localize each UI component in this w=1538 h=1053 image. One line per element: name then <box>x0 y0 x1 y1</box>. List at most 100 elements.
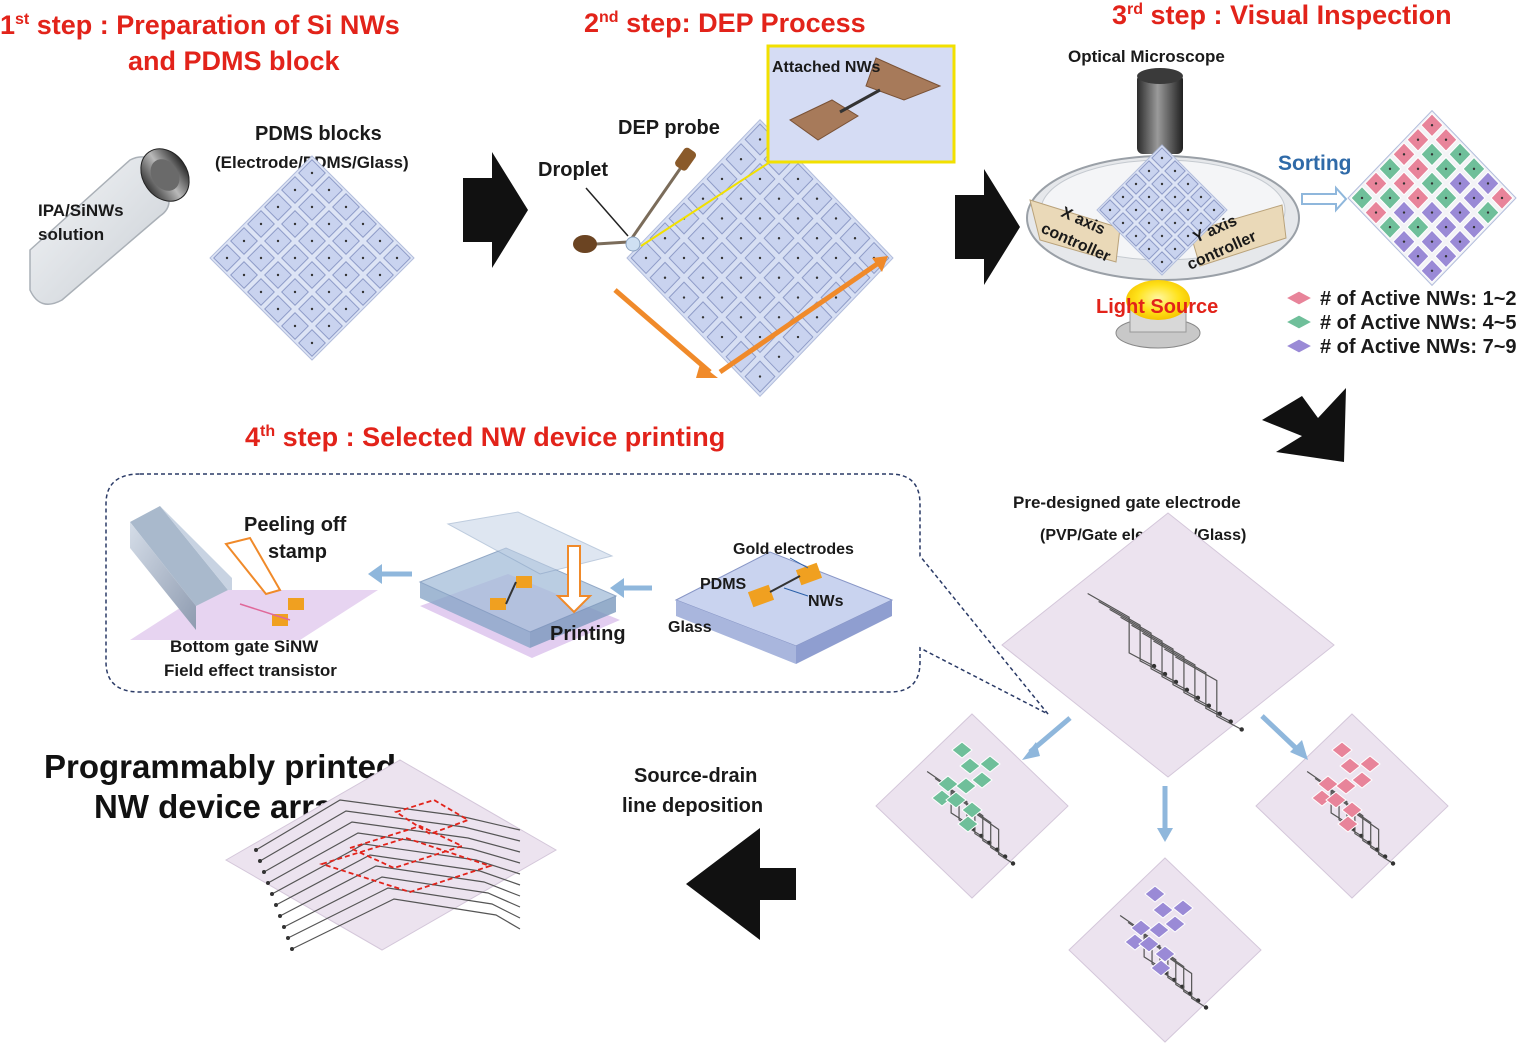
ipa-label: IPA/SiNWs <box>38 201 124 220</box>
pre-designed-label: Pre-designed gate electrode <box>1013 493 1241 512</box>
device-block <box>979 755 1001 773</box>
vial-illustration <box>29 148 190 305</box>
step1-title: 1st step : Preparation of Si NWs <box>0 10 400 40</box>
device-block <box>1152 901 1174 919</box>
scan-arrow-left <box>613 288 712 374</box>
droplet-label: Droplet <box>538 159 608 181</box>
scan-arrow-left-head <box>696 364 718 378</box>
printing-to-peel-arrowhead <box>368 564 382 584</box>
dep-probe-label: DEP probe <box>618 117 720 139</box>
device-block <box>1154 945 1176 963</box>
source-drain-label: Source-drain <box>634 765 757 787</box>
device-block <box>957 815 979 833</box>
step3-to-step4-arrow <box>1262 388 1346 462</box>
inspection-grid <box>1096 144 1228 276</box>
printing-label: Printing <box>550 623 626 645</box>
peeling-label: Peeling off <box>244 514 347 536</box>
bottom-gate-label-2: Field effect transistor <box>164 661 337 680</box>
gate-to-plates-arrows <box>1022 714 1308 842</box>
device-block <box>1337 815 1359 833</box>
device-block <box>1317 775 1339 793</box>
bottom-gate-label: Bottom gate SiNW <box>170 637 319 656</box>
pink-device-plate <box>1255 713 1449 899</box>
device-block <box>1339 757 1361 775</box>
legend: # of Active NWs: 1~2# of Active NWs: 4~5… <box>1284 288 1517 358</box>
step2-to-step3-arrow <box>955 169 1020 285</box>
step4-callout-box <box>105 473 1049 715</box>
device-block <box>931 789 953 807</box>
light-source-label: Light Source <box>1096 296 1218 318</box>
gate-electrode-plate <box>1001 512 1335 778</box>
legend-label: # of Active NWs: 1~2 <box>1320 288 1517 310</box>
deposition-arrow <box>686 828 796 940</box>
legend-item: # of Active NWs: 7~9 <box>1284 336 1517 358</box>
dep-block-grid <box>626 118 894 398</box>
stack-to-printing-arrowhead <box>610 578 624 598</box>
peeling-label-2: stamp <box>268 541 327 563</box>
step1-to-step2-arrow <box>463 152 528 268</box>
device-block <box>1144 885 1166 903</box>
device-block <box>961 801 983 819</box>
device-block <box>1331 741 1353 759</box>
device-block <box>1351 771 1373 789</box>
pdms-blocks-label: PDMS blocks <box>255 123 382 145</box>
attached-nws-inset <box>766 44 956 164</box>
sorting-label: Sorting <box>1278 152 1352 175</box>
device-block <box>955 777 977 795</box>
step2-title: 2nd step: DEP Process <box>584 8 866 38</box>
step3-title: 3rd step : Visual Inspection <box>1112 0 1452 30</box>
device-block <box>1124 933 1146 951</box>
device-block <box>951 741 973 759</box>
source-drain-label-2: line deposition <box>622 795 763 817</box>
device-block <box>971 771 993 789</box>
device-block <box>937 775 959 793</box>
gold-electrodes-label: Gold electrodes <box>733 541 854 558</box>
peeled-stamp <box>130 506 378 640</box>
sorted-grid <box>1347 109 1517 287</box>
device-block <box>1335 777 1357 795</box>
green-device-plate <box>875 713 1069 899</box>
device-block <box>1172 899 1194 917</box>
printing-stage <box>418 511 620 658</box>
glass-label: Glass <box>668 619 712 636</box>
scan-arrow-right <box>718 259 882 375</box>
attached-nws-label: Attached NWs <box>772 59 881 76</box>
droplet-pointer <box>585 187 629 237</box>
microscope-icon <box>1137 68 1183 154</box>
legend-swatch <box>1284 314 1314 330</box>
legend-item: # of Active NWs: 4~5 <box>1284 312 1517 334</box>
purple-device-plate <box>1068 857 1262 1043</box>
device-block <box>1359 755 1381 773</box>
device-block <box>1138 935 1160 953</box>
legend-swatch <box>1284 338 1314 354</box>
device-block <box>1311 789 1333 807</box>
ipa-label-2: solution <box>38 225 104 244</box>
legend-label: # of Active NWs: 7~9 <box>1320 336 1517 358</box>
pdms-stack-block <box>674 551 894 664</box>
step1-title-line2: and PDMS block <box>128 46 341 76</box>
step4-title: 4th step : Selected NW device printing <box>245 422 725 452</box>
pdms-block-grid <box>209 155 415 361</box>
device-block <box>1150 959 1172 977</box>
legend-swatch <box>1284 290 1314 306</box>
device-block <box>1325 791 1347 809</box>
device-block <box>945 791 967 809</box>
device-block <box>1148 921 1170 939</box>
device-block <box>959 757 981 775</box>
legend-label: # of Active NWs: 4~5 <box>1320 312 1517 334</box>
dep-probe-icon <box>573 147 697 253</box>
legend-item: # of Active NWs: 1~2 <box>1284 288 1517 310</box>
zoom-pointer <box>640 161 771 247</box>
final-array-title: Programmably printed <box>44 748 396 785</box>
printed-array-plate <box>224 759 558 951</box>
light-source-icon <box>1115 280 1201 349</box>
scan-arrow-right-head <box>872 256 888 272</box>
device-block <box>1341 801 1363 819</box>
device-block <box>1164 915 1186 933</box>
nws-label: NWs <box>808 593 844 610</box>
pdms-label: PDMS <box>700 576 747 593</box>
optical-microscope-label: Optical Microscope <box>1068 47 1225 66</box>
device-block <box>1130 919 1152 937</box>
sorting-arrow <box>1301 185 1348 213</box>
